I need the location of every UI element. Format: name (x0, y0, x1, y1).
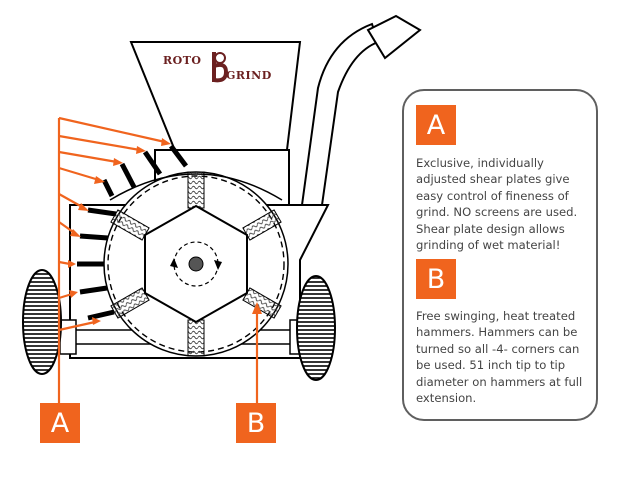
discharge-spout (300, 14, 422, 206)
panel-label-a: A (416, 105, 456, 145)
wheel-right (296, 275, 336, 381)
description-panel: A Exclusive, individually adjusted shear… (402, 89, 598, 421)
rotor-shaft (188, 256, 204, 272)
callout-label-a: A (40, 403, 80, 443)
description-a: Exclusive, individually adjusted shear p… (416, 156, 578, 253)
logo-text-roto: ROTO (163, 54, 202, 67)
roto-grind-logo-icon (212, 52, 229, 83)
hammers (110, 171, 282, 357)
callout-a-arrows (57, 116, 171, 412)
logo-text-grind: GRIND (226, 69, 272, 82)
shear-plates (77, 144, 188, 321)
description-b: Free swinging, heat treated hammers. Ham… (416, 309, 583, 406)
callout-label-b: B (236, 403, 276, 443)
wheel-left (22, 269, 62, 375)
callout-b-arrow (252, 302, 262, 410)
rotation-arrow-icon (170, 258, 178, 268)
panel-label-b: B (416, 259, 456, 299)
